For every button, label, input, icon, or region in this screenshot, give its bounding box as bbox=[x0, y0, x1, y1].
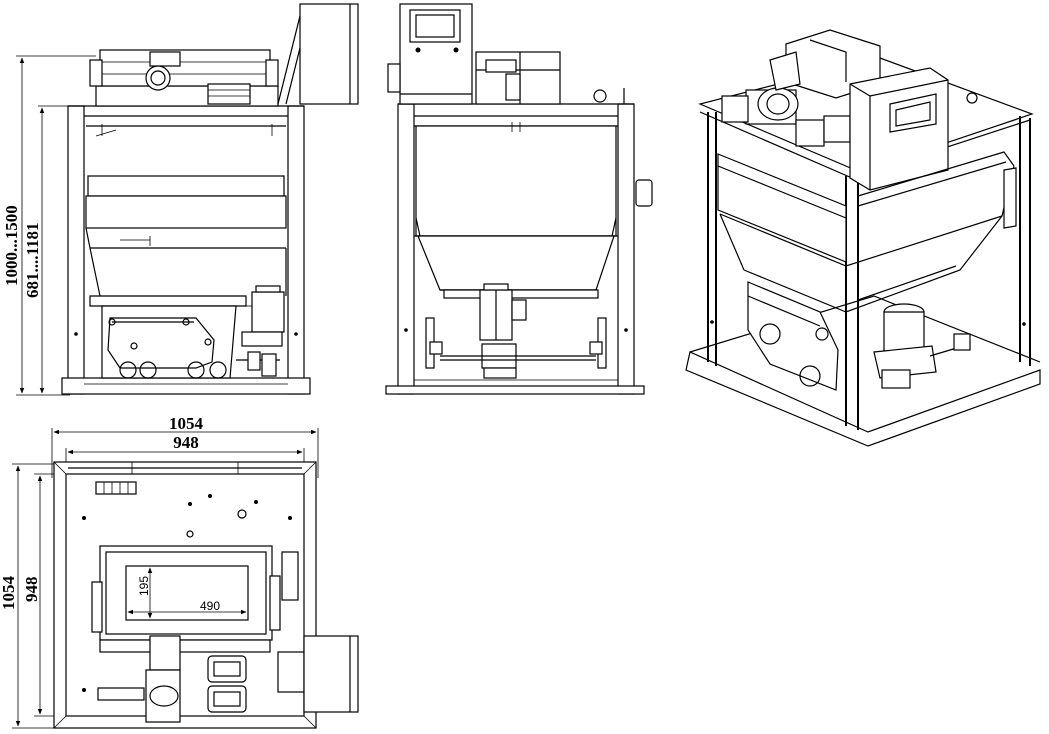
frame-depth-label: 948 bbox=[22, 577, 41, 603]
plan-view-depth-dimensions: 1054 948 bbox=[0, 463, 68, 729]
overall-width-label: 1054 bbox=[169, 414, 204, 433]
side-view bbox=[385, 3, 653, 395]
opening-width-label: 490 bbox=[200, 599, 220, 613]
frame-width-label: 948 bbox=[173, 433, 199, 452]
frame-height-label: 681....1181 bbox=[23, 222, 42, 298]
front-view: 1000...1500 681....1181 bbox=[2, 3, 359, 396]
overall-depth-label: 1054 bbox=[0, 576, 18, 611]
overall-height-label: 1000...1500 bbox=[2, 205, 21, 286]
isometric-view bbox=[685, 29, 1041, 447]
plan-view-width-dimensions: 1054 948 bbox=[51, 414, 319, 478]
plan-view: 1054 948 1054 948 bbox=[0, 414, 359, 729]
front-view-height-dimensions: 1000...1500 681....1181 bbox=[2, 55, 96, 396]
opening-height-label: 195 bbox=[137, 576, 151, 596]
